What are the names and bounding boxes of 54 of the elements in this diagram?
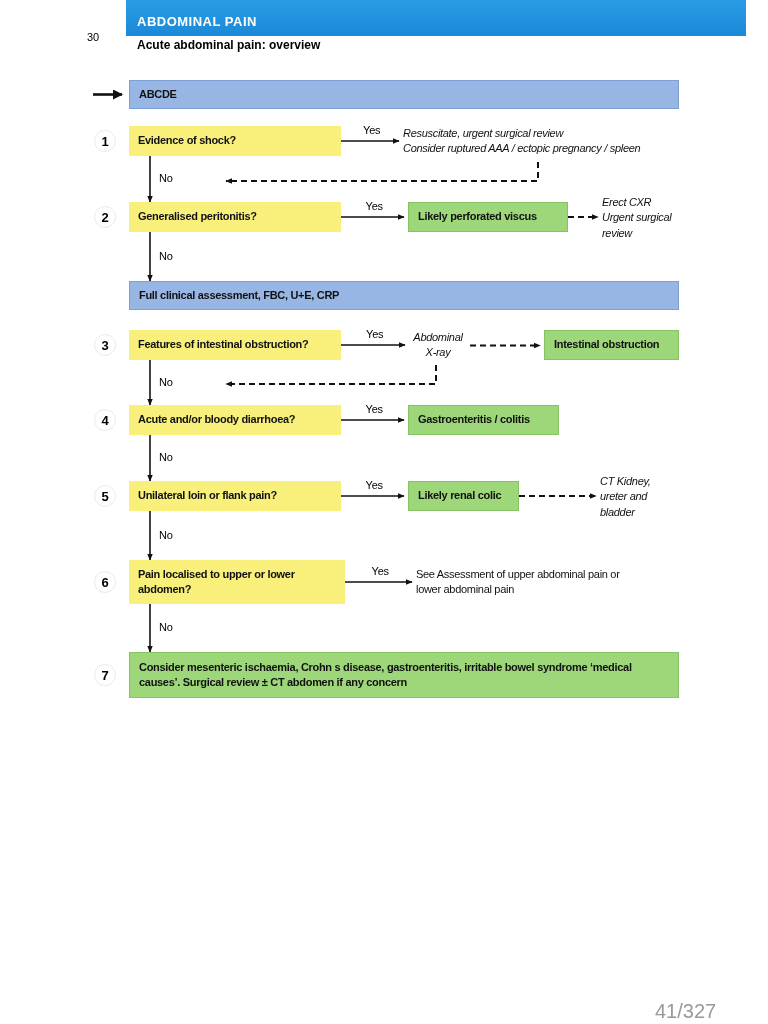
dashed-arrow bbox=[469, 342, 541, 349]
edge-label: Yes bbox=[364, 403, 384, 416]
assessment-band: Full clinical assessment, FBC, U+E, CRP bbox=[129, 281, 679, 310]
edge-label: No bbox=[158, 172, 174, 185]
dashed-arrow bbox=[225, 161, 539, 184]
edge-label: No bbox=[158, 249, 174, 263]
arrow bbox=[93, 89, 123, 100]
edge-label: Yes bbox=[364, 200, 384, 213]
outcome-box: Intestinal obstruction bbox=[544, 330, 679, 360]
edge-label: No bbox=[158, 375, 174, 389]
question-box: Acute and/or bloody diarrhoea? bbox=[129, 405, 341, 435]
arrow bbox=[344, 579, 413, 585]
dashed-arrow bbox=[567, 214, 599, 220]
edge-label: No bbox=[158, 621, 174, 634]
question-box: Pain localised to upper or lower abdomen? bbox=[129, 560, 345, 604]
question-box: Evidence of shock? bbox=[129, 126, 341, 156]
edge-label: No bbox=[158, 528, 174, 542]
arrow bbox=[147, 603, 153, 653]
arrow bbox=[147, 359, 153, 406]
dashed-arrow bbox=[225, 364, 437, 387]
page-number: 30 bbox=[87, 31, 100, 43]
note-text: Consider ruptured AAA / ectopic pregnancy / spleen bbox=[403, 141, 642, 156]
arrow bbox=[340, 417, 405, 423]
arrow bbox=[340, 493, 405, 499]
page-title: Acute abdominal pain: overview bbox=[137, 38, 321, 52]
note-text: Urgent surgical review bbox=[602, 210, 673, 241]
arrow bbox=[147, 510, 153, 561]
arrow bbox=[340, 342, 406, 348]
question-box: Unilateral loin or flank pain? bbox=[129, 481, 341, 511]
dashed-arrow bbox=[518, 493, 597, 499]
outcome-box: Likely renal colic bbox=[408, 481, 519, 511]
edge-label: Yes bbox=[362, 124, 382, 137]
outcome-box: Gastroenteritis / colitis bbox=[408, 405, 559, 435]
outcome-box: Likely perforated viscus bbox=[408, 202, 568, 232]
outcome-band: Consider mesenteric ischaemia, Crohn s disease, gastroenteritis, irritable bowel syndrome ‘medical causes’. Surgical review ± CT abdomen if any concern bbox=[129, 652, 679, 698]
edge-label: No bbox=[158, 451, 174, 464]
note-text: Erect CXR bbox=[602, 195, 653, 210]
arrow bbox=[340, 214, 405, 220]
page-counter: 41/327 bbox=[655, 1000, 717, 1023]
question-box: Generalised peritonitis? bbox=[129, 202, 341, 232]
edge-label: Yes bbox=[364, 479, 384, 492]
arrow bbox=[340, 138, 400, 144]
question-box: Features of intestinal obstruction? bbox=[129, 330, 341, 360]
assessment-band: ABCDE bbox=[129, 80, 679, 109]
note-text: CT Kidney, ureter and bladder bbox=[600, 474, 678, 521]
arrow bbox=[147, 155, 153, 203]
note-text: Abdominal X-ray bbox=[409, 330, 467, 361]
arrow bbox=[147, 231, 153, 282]
header-title: ABDOMINAL PAIN bbox=[137, 14, 257, 29]
note-text: Resuscitate, urgent surgical review bbox=[403, 125, 565, 141]
edge-label: Yes bbox=[370, 565, 390, 578]
arrow bbox=[147, 434, 153, 482]
note-text: See Assessment of upper abdominal pain or lower abdominal pain bbox=[416, 566, 626, 598]
edge-label: Yes bbox=[365, 328, 385, 341]
